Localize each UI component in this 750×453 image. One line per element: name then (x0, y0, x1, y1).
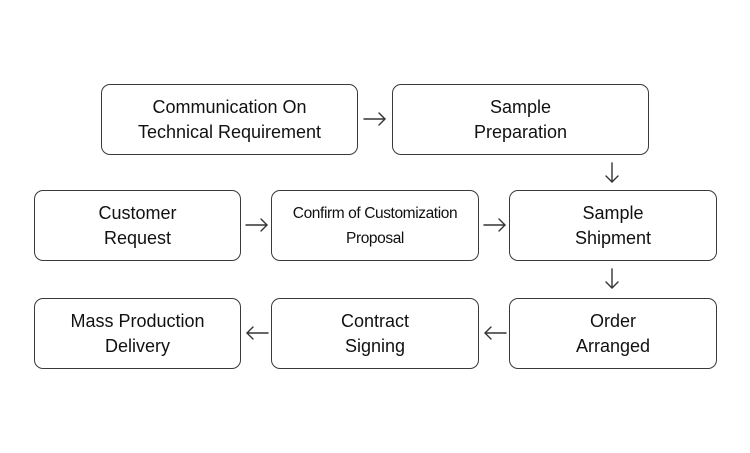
step-label-line-2: Signing (344, 335, 406, 356)
arrow-left-icon (246, 326, 269, 340)
step-label-line-1: Contract (340, 310, 410, 331)
step-communication-on-technical-requirement: Communication On Technical Requirement (101, 84, 358, 155)
step-label-line-1: Order (589, 310, 636, 331)
step-customer-request: Customer Request (34, 190, 241, 261)
step-contract-signing: Contract Signing (271, 298, 479, 369)
step-label-line-2: Shipment (574, 227, 652, 248)
step-label-line-1: Sample (582, 202, 644, 223)
arrow-left-icon (484, 326, 507, 340)
arrow-down-icon (605, 268, 619, 289)
step-sample-shipment: Sample Shipment (509, 190, 717, 261)
step-label-line-2: Arranged (575, 335, 651, 356)
step-sample-preparation: Sample Preparation (392, 84, 649, 155)
step-label-line-2: Proposal (346, 229, 404, 247)
arrow-down-icon (605, 162, 619, 183)
step-label-line-1: Confirm of Customization (292, 204, 458, 222)
step-confirm-of-customization-proposal: Confirm of Customization Proposal (271, 190, 479, 261)
arrow-right-icon (245, 218, 268, 232)
step-label-line-2: Delivery (104, 335, 170, 356)
step-label-line-1: Mass Production (70, 310, 205, 331)
step-label-line-1: Customer (98, 202, 177, 223)
step-label-line-2: Request (103, 227, 172, 248)
step-label-line-1: Communication On (152, 96, 307, 117)
step-order-arranged: Order Arranged (509, 298, 717, 369)
step-label-line-1: Sample (489, 96, 552, 117)
arrow-right-icon (363, 112, 386, 126)
step-label-line-2: Technical Requirement (137, 121, 322, 142)
step-label-line-2: Preparation (473, 121, 568, 142)
step-mass-production-delivery: Mass Production Delivery (34, 298, 241, 369)
arrow-right-icon (483, 218, 506, 232)
